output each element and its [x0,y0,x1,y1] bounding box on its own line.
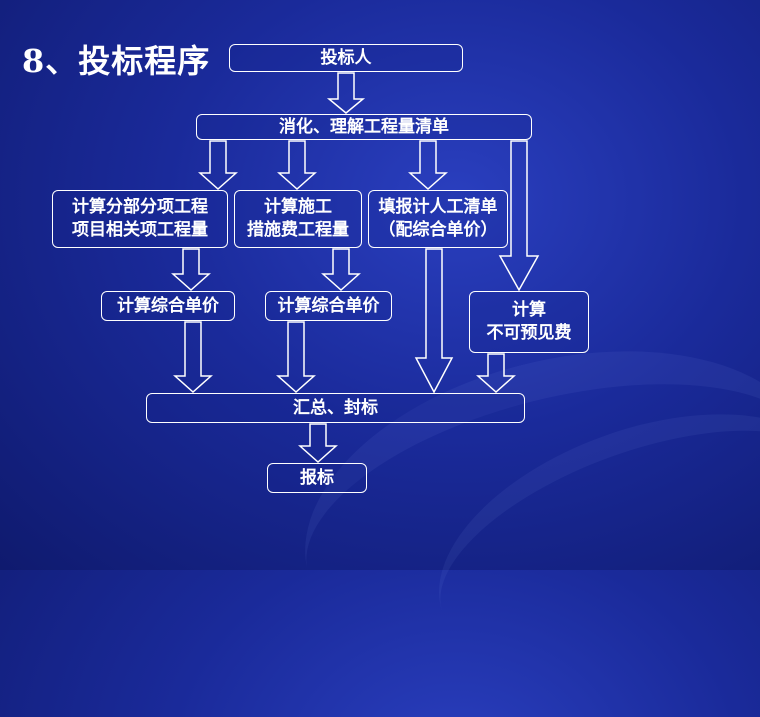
node-unit-price-2-label: 计算综合单价 [277,295,380,316]
node-calc-measures-label: 计算施工 措施费工程量 [247,197,349,240]
node-calc-subitems-label: 计算分部分项工程 项目相关项工程量 [72,197,208,240]
arrow-digest-to-unforeseen [498,140,540,292]
node-unforeseen-cost-label: 计算 不可预见费 [486,300,572,343]
arrow-price2-to-summary [276,321,316,394]
arrow-digest-to-subitems [198,140,238,191]
arrow-digest-to-labor [408,140,448,191]
node-fill-labor-list-label: 填报计人工清单 （配综合单价） [378,197,498,240]
node-summary-seal-label: 汇总、封标 [293,397,378,418]
arrow-price1-to-summary [173,321,213,394]
arrow-bidder-to-digest [326,72,366,114]
arrow-digest-to-measures [277,140,317,191]
node-unit-price-2: 计算综合单价 [265,291,392,321]
node-bidder: 投标人 [229,44,463,72]
node-summary-seal: 汇总、封标 [146,393,525,423]
arrow-labor-to-summary [414,248,454,394]
node-submit-bid-label: 报标 [300,467,334,488]
flow-arrows [0,0,760,570]
arrow-measures-to-price2 [321,248,361,292]
node-calc-subitems: 计算分部分项工程 项目相关项工程量 [52,190,228,248]
page-title: 8、投标程序 [22,42,211,80]
arrow-unforeseen-to-summary [476,353,516,394]
node-submit-bid: 报标 [267,463,367,493]
arrow-subitems-to-price1 [171,248,211,292]
node-digest-bill: 消化、理解工程量清单 [196,114,532,140]
node-fill-labor-list: 填报计人工清单 （配综合单价） [368,190,508,248]
node-digest-bill-label: 消化、理解工程量清单 [279,116,449,137]
node-unit-price-1: 计算综合单价 [101,291,235,321]
arrow-summary-to-submit [298,423,338,464]
node-unforeseen-cost: 计算 不可预见费 [469,291,589,353]
node-bidder-label: 投标人 [320,47,372,68]
node-unit-price-1-label: 计算综合单价 [117,295,219,316]
node-calc-measures: 计算施工 措施费工程量 [234,190,362,248]
